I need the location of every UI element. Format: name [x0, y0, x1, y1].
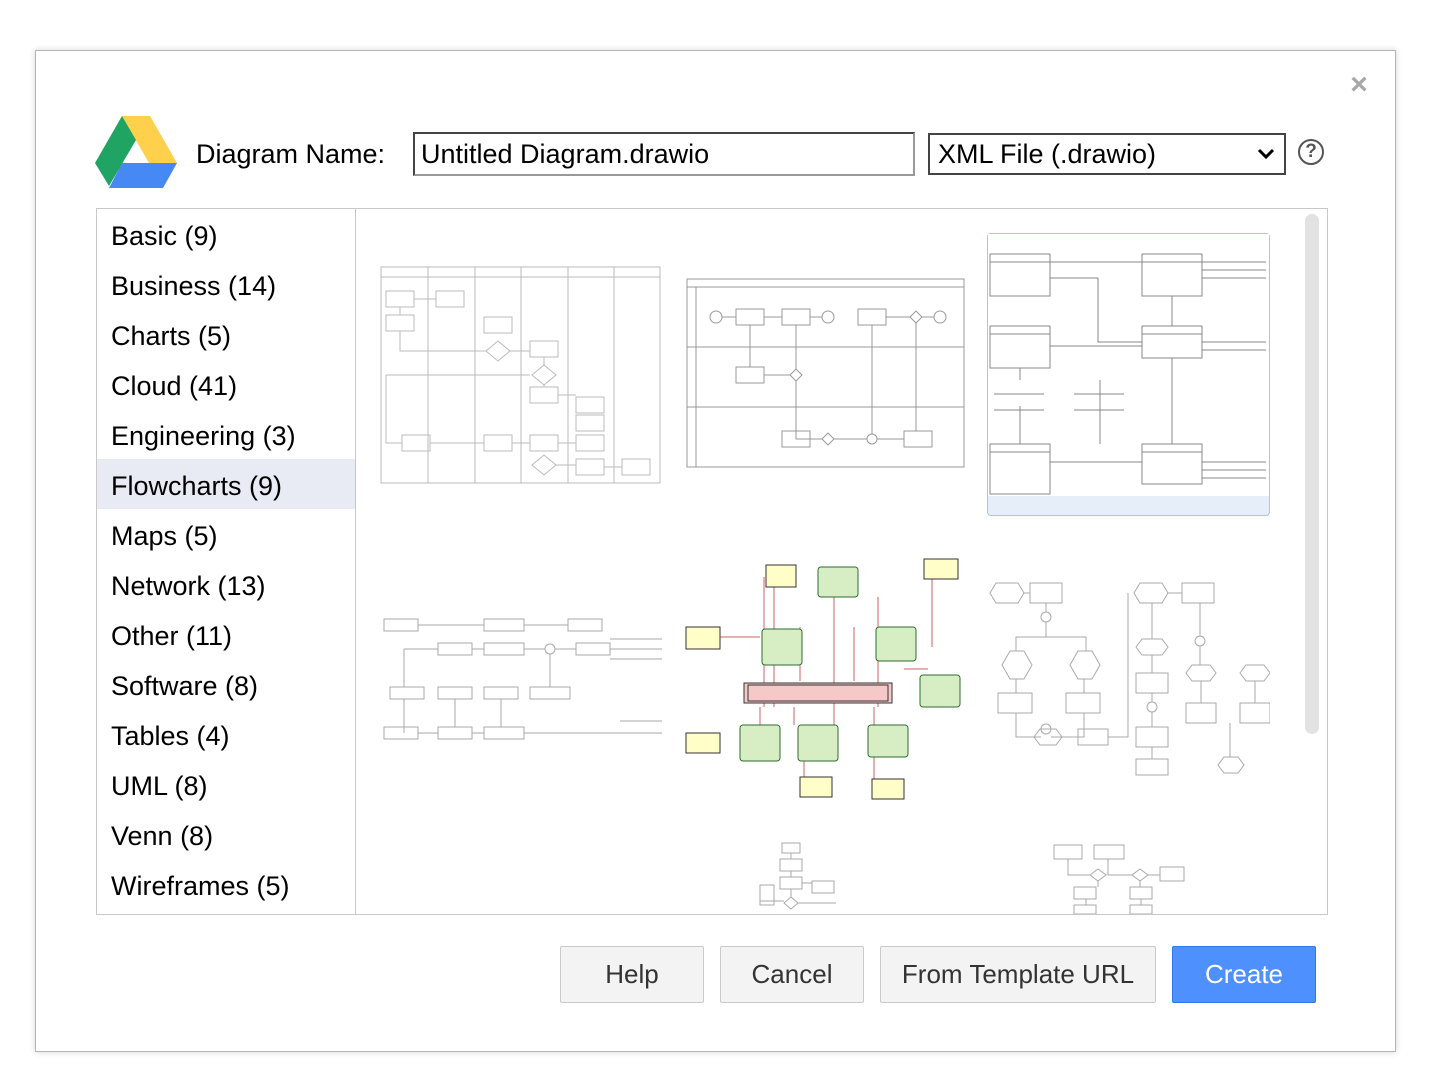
template-panel: Basic (9) Business (14) Charts (5) Cloud… [96, 208, 1328, 915]
diagram-name-input[interactable] [413, 132, 915, 176]
template-thumbnail[interactable] [1046, 841, 1186, 914]
google-drive-icon [95, 116, 177, 188]
new-diagram-dialog [35, 50, 1396, 1052]
category-other[interactable]: Other (11) [111, 621, 233, 651]
create-button[interactable]: Create [1172, 946, 1316, 1003]
close-icon[interactable]: × [1350, 68, 1368, 101]
category-business[interactable]: Business (14) [111, 271, 277, 301]
template-thumbnail[interactable] [986, 577, 1270, 779]
category-venn[interactable]: Venn (8) [111, 821, 214, 851]
template-thumbnail[interactable] [736, 841, 846, 914]
category-network[interactable]: Network (13) [111, 571, 266, 601]
template-grid [356, 209, 1327, 914]
file-format-select[interactable]: XML File (.drawio) [928, 133, 1286, 175]
category-uml[interactable]: UML (8) [111, 771, 208, 801]
template-thumbnail[interactable] [686, 277, 966, 471]
template-scrollbar[interactable] [1305, 214, 1319, 734]
file-format-value: XML File (.drawio) [938, 139, 1157, 169]
diagram-name-label: Diagram Name: [196, 139, 386, 169]
template-thumbnail-selected[interactable] [987, 233, 1270, 516]
category-flowcharts[interactable]: Flowcharts (9) [97, 459, 355, 509]
template-thumbnail[interactable] [684, 557, 964, 801]
cancel-button[interactable]: Cancel [720, 946, 864, 1003]
category-basic[interactable]: Basic (9) [111, 221, 218, 251]
help-circle-icon[interactable]: ? [1298, 139, 1324, 165]
template-thumbnail[interactable] [380, 265, 662, 485]
category-cloud[interactable]: Cloud (41) [111, 371, 238, 401]
category-list: Basic (9) Business (14) Charts (5) Cloud… [97, 209, 356, 914]
category-tables[interactable]: Tables (4) [111, 721, 230, 751]
template-thumbnail[interactable] [380, 609, 662, 745]
help-button[interactable]: Help [560, 946, 704, 1003]
category-maps[interactable]: Maps (5) [111, 521, 218, 551]
from-template-url-button[interactable]: From Template URL [880, 946, 1156, 1003]
category-software[interactable]: Software (8) [111, 671, 259, 701]
category-charts[interactable]: Charts (5) [111, 321, 232, 351]
category-wireframes[interactable]: Wireframes (5) [111, 871, 290, 901]
chevron-down-icon [1256, 135, 1276, 185]
category-engineering[interactable]: Engineering (3) [111, 421, 296, 451]
